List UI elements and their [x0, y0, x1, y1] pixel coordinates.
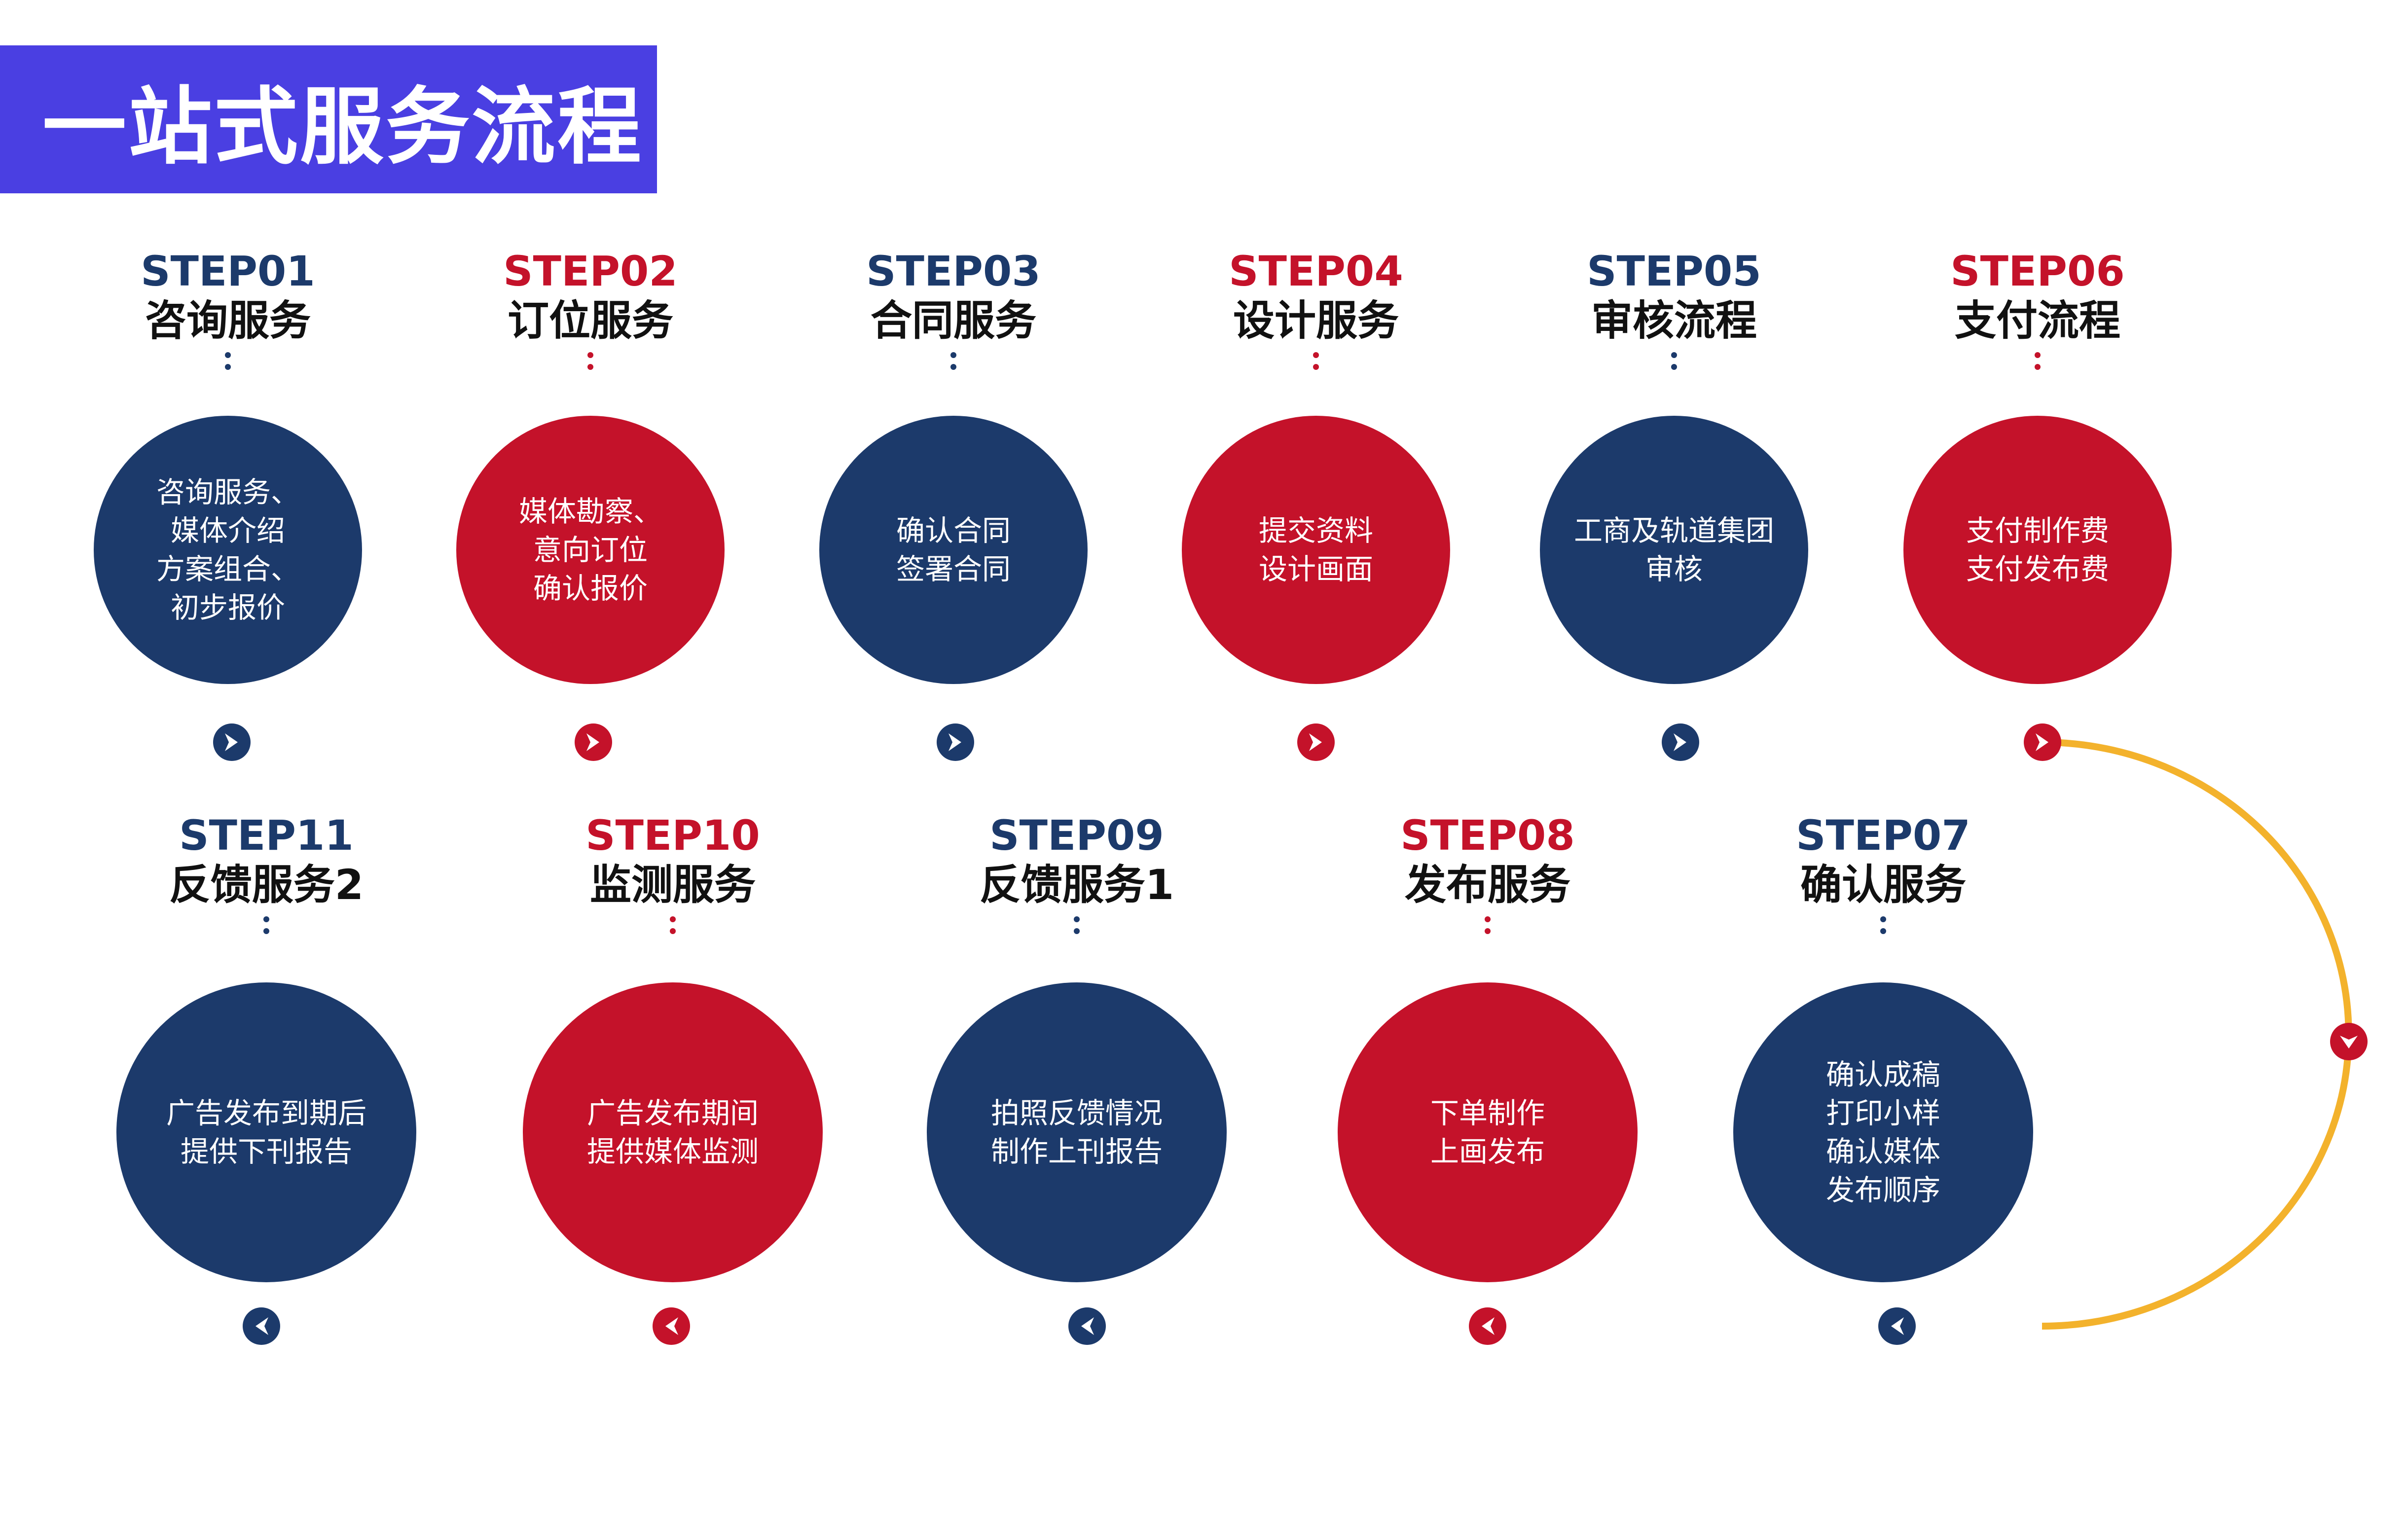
step-circle: 确认合同 签署合同 [819, 416, 1088, 684]
step-label: STEP09 [989, 811, 1164, 860]
chevron-left-icon [653, 1307, 690, 1345]
chevron-left-icon [243, 1307, 280, 1345]
step-circle: 拍照反馈情况 制作上刊报告 [927, 982, 1227, 1282]
connector-dots [950, 352, 957, 370]
page-title: 一站式服务流程 [42, 78, 644, 176]
step-name: 订位服务 [507, 296, 673, 345]
connector-dots [263, 916, 270, 934]
step-description: 广告发布到期后 提供下刊报告 [166, 1096, 366, 1168]
step-name: 合同服务 [870, 296, 1036, 345]
chevron-left-icon [1068, 1307, 1106, 1345]
step-name: 审核流程 [1591, 296, 1757, 345]
step-description: 工商及轨道集团 审核 [1573, 514, 1774, 586]
connector-dots [1313, 352, 1319, 370]
connector-dots [2034, 352, 2041, 370]
chevron-right-icon [575, 723, 612, 761]
chevron-right-icon [937, 723, 974, 761]
chevron-left-icon [1469, 1307, 1506, 1345]
step-label: STEP01 [141, 247, 315, 295]
step-label: STEP04 [1229, 247, 1403, 295]
step-label: STEP06 [1950, 247, 2125, 295]
step-name: 咨询服务 [145, 296, 311, 345]
flow-line-curve [2042, 739, 2352, 1330]
step-label: STEP02 [503, 247, 678, 295]
step-description: 下单制作 上画发布 [1430, 1096, 1545, 1168]
step-name: 设计服务 [1233, 296, 1399, 345]
step-name: 监测服务 [589, 861, 756, 909]
connector-dots [669, 916, 676, 934]
step-description: 确认合同 签署合同 [896, 514, 1011, 586]
connector-dots [1671, 352, 1678, 370]
step-label: STEP07 [1796, 811, 1970, 860]
chevron-right-icon [1662, 723, 1699, 761]
step-circle: 媒体勘察、 意向订位 确认报价 [456, 416, 725, 684]
step-description: 咨询服务、 媒体介绍 方案组合、 初步报价 [156, 475, 299, 624]
chevron-down-icon [2330, 1023, 2368, 1060]
step-circle: 提交资料 设计画面 [1182, 416, 1450, 684]
step-description: 支付制作费 支付发布费 [1966, 514, 2109, 586]
step-name: 反馈服务1 [979, 861, 1174, 909]
step-circle: 广告发布到期后 提供下刊报告 [116, 982, 416, 1282]
step-circle: 工商及轨道集团 审核 [1540, 416, 1808, 684]
step-circle: 下单制作 上画发布 [1338, 982, 1638, 1282]
step-name: 确认服务 [1800, 861, 1966, 909]
step-description: 确认成稿 打印小样 确认媒体 发布顺序 [1825, 1058, 1940, 1207]
step-label: STEP11 [179, 811, 354, 860]
step-description: 广告发布期间 提供媒体监测 [586, 1096, 759, 1168]
step-circle: 支付制作费 支付发布费 [1903, 416, 2172, 684]
connector-dots [587, 352, 594, 370]
step-name: 发布服务 [1404, 861, 1570, 909]
connector-dots [1484, 916, 1491, 934]
step-label: STEP08 [1400, 811, 1575, 860]
step-circle: 确认成稿 打印小样 确认媒体 发布顺序 [1733, 982, 2033, 1282]
step-name: 反馈服务2 [169, 861, 364, 909]
step-label: STEP10 [585, 811, 760, 860]
connector-dots [1880, 916, 1887, 934]
step-description: 拍照反馈情况 制作上刊报告 [990, 1096, 1163, 1168]
step-circle: 广告发布期间 提供媒体监测 [523, 982, 823, 1282]
step-description: 提交资料 设计画面 [1258, 514, 1373, 586]
step-label: STEP03 [866, 247, 1041, 295]
step-label: STEP05 [1587, 247, 1761, 295]
chevron-right-icon [2024, 723, 2061, 761]
chevron-right-icon [1297, 723, 1335, 761]
connector-dots [1073, 916, 1080, 934]
title-banner: 一站式服务流程 [0, 45, 657, 193]
chevron-left-icon [1878, 1307, 1916, 1345]
chevron-right-icon [213, 723, 251, 761]
step-description: 媒体勘察、 意向订位 确认报价 [518, 495, 662, 605]
step-circle: 咨询服务、 媒体介绍 方案组合、 初步报价 [94, 416, 362, 684]
step-name: 支付流程 [1954, 296, 2120, 345]
connector-dots [224, 352, 231, 370]
